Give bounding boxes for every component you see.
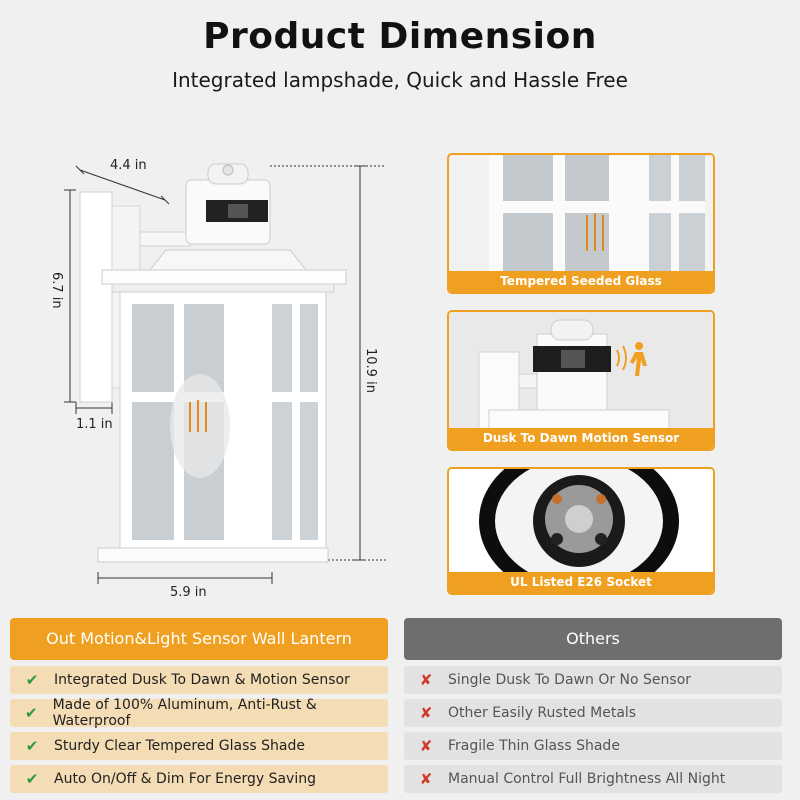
check-icon: ✔ bbox=[25, 704, 38, 722]
others-row-label: Manual Control Full Brightness All Night bbox=[448, 771, 726, 787]
ours-row: ✔ Integrated Dusk To Dawn & Motion Senso… bbox=[10, 666, 388, 694]
cross-icon: ✘ bbox=[419, 671, 433, 689]
depth-label: 4.4 in bbox=[110, 158, 147, 173]
total-height-label: 10.9 in bbox=[363, 348, 378, 393]
cross-icon: ✘ bbox=[419, 770, 433, 788]
ours-row-label: Integrated Dusk To Dawn & Motion Sensor bbox=[54, 672, 350, 688]
width-label: 5.9 in bbox=[170, 585, 207, 600]
back-height-label: 6.7 in bbox=[49, 272, 64, 309]
others-row: ✘ Fragile Thin Glass Shade bbox=[404, 732, 782, 760]
others-row-label: Single Dusk To Dawn Or No Sensor bbox=[448, 672, 692, 688]
base-label: 1.1 in bbox=[76, 417, 113, 432]
others-header: Others bbox=[404, 618, 782, 660]
others-row: ✘ Single Dusk To Dawn Or No Sensor bbox=[404, 666, 782, 694]
others-row-label: Other Easily Rusted Metals bbox=[448, 705, 637, 721]
check-icon: ✔ bbox=[25, 737, 39, 755]
detail-card-socket: UL Listed E26 Socket bbox=[447, 467, 715, 595]
lamp-illustration bbox=[64, 163, 386, 584]
ours-row-label: Auto On/Off & Dim For Energy Saving bbox=[54, 771, 316, 787]
cross-icon: ✘ bbox=[419, 704, 433, 722]
ours-row-label: Made of 100% Aluminum, Anti-Rust & Water… bbox=[52, 697, 317, 729]
check-icon: ✔ bbox=[25, 770, 39, 788]
motion-sensor-image bbox=[449, 312, 713, 449]
cross-icon: ✘ bbox=[419, 737, 433, 755]
detail-card-sensor: Dusk To Dawn Motion Sensor bbox=[447, 310, 715, 451]
others-row: ✘ Manual Control Full Brightness All Nig… bbox=[404, 765, 782, 793]
detail-card-glass: Tempered Seeded Glass bbox=[447, 153, 715, 294]
page-subtitle: Integrated lampshade, Quick and Hassle F… bbox=[172, 68, 628, 92]
page-title: Product Dimension bbox=[203, 16, 597, 57]
ours-row-label: Sturdy Clear Tempered Glass Shade bbox=[54, 738, 305, 754]
others-row-label: Fragile Thin Glass Shade bbox=[448, 738, 620, 754]
e26-socket-image bbox=[449, 469, 713, 593]
ours-header: Out Motion&Light Sensor Wall Lantern bbox=[10, 618, 388, 660]
walking-person-icon bbox=[630, 342, 647, 376]
caption-sensor: Dusk To Dawn Motion Sensor bbox=[449, 428, 713, 449]
caption-glass: Tempered Seeded Glass bbox=[449, 271, 713, 292]
others-row: ✘ Other Easily Rusted Metals bbox=[404, 699, 782, 727]
ours-row: ✔ Sturdy Clear Tempered Glass Shade bbox=[10, 732, 388, 760]
ours-row: ✔ Auto On/Off & Dim For Energy Saving bbox=[10, 765, 388, 793]
check-icon: ✔ bbox=[25, 671, 39, 689]
seeded-glass-image bbox=[449, 155, 713, 292]
caption-socket: UL Listed E26 Socket bbox=[449, 572, 713, 593]
ours-row: ✔ Made of 100% Aluminum, Anti-Rust & Wat… bbox=[10, 697, 388, 729]
